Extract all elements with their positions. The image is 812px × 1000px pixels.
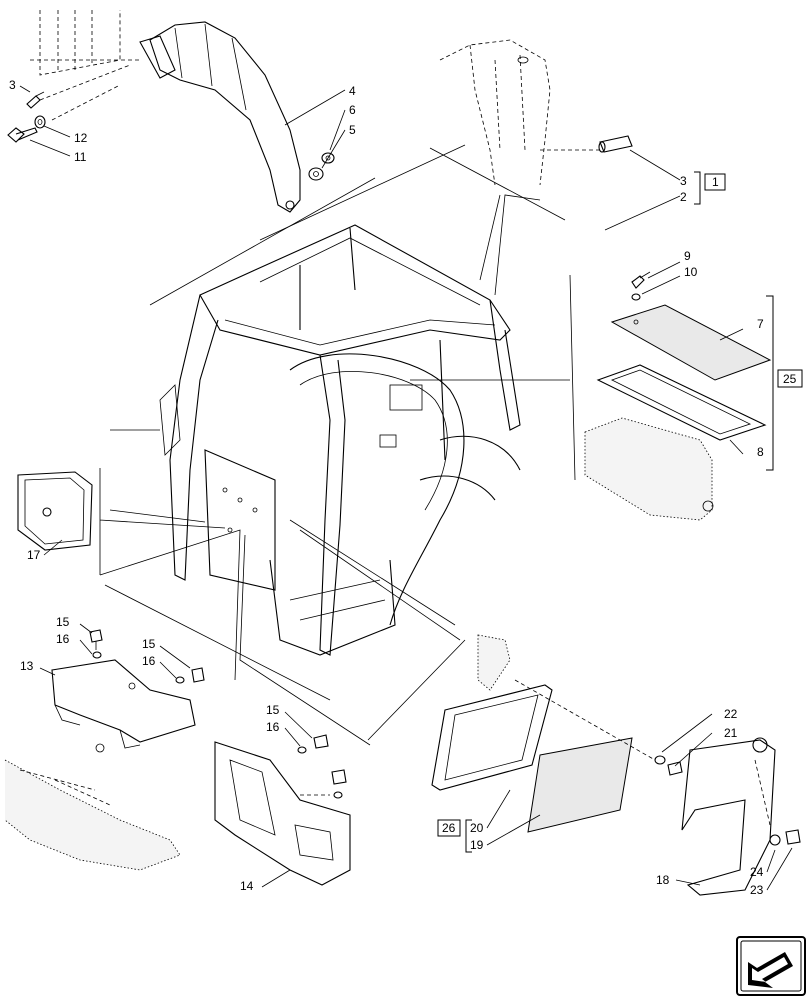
brace-26 xyxy=(465,819,472,853)
ref-26: 26 xyxy=(442,821,456,835)
bracket-18 xyxy=(681,737,776,896)
ref-1: 1 xyxy=(712,175,719,189)
callout-22: 22 xyxy=(724,707,738,721)
callout-2: 2 xyxy=(680,190,687,204)
storage-tank xyxy=(584,417,714,521)
callout-5: 5 xyxy=(349,123,356,137)
callout-leaders xyxy=(19,85,793,891)
frame-20 xyxy=(431,684,553,791)
callout-7: 7 xyxy=(757,317,764,331)
callout-6: 6 xyxy=(349,103,356,117)
screw-15c xyxy=(313,734,329,749)
callout-24: 24 xyxy=(750,865,764,879)
screw-extra xyxy=(300,769,347,799)
callout-4: 4 xyxy=(349,84,356,98)
callout-16a: 16 xyxy=(56,632,70,646)
callout-10: 10 xyxy=(684,265,698,279)
callout-17: 17 xyxy=(27,548,41,562)
bracket-13 xyxy=(51,659,196,753)
washer-16b xyxy=(175,676,185,684)
washer-6 xyxy=(321,152,335,164)
ref-box-25 xyxy=(777,369,803,388)
pillar-upper-right xyxy=(439,39,600,186)
brace-25 xyxy=(766,295,774,471)
callout-11: 11 xyxy=(74,150,87,164)
ref-box-26 xyxy=(437,819,461,837)
screw-15a xyxy=(89,629,103,650)
bolt-11 xyxy=(7,127,38,143)
callout-16b: 16 xyxy=(142,654,156,668)
callout-9: 9 xyxy=(684,249,691,263)
callout-18: 18 xyxy=(656,873,670,887)
callout-8: 8 xyxy=(757,445,764,459)
callout-20: 20 xyxy=(470,821,484,835)
pin-3-topright xyxy=(598,135,633,153)
pillar-upper-left xyxy=(30,10,140,121)
leader-lines xyxy=(99,144,576,746)
fender-extension xyxy=(139,21,301,213)
callout-19: 19 xyxy=(470,838,484,852)
lower-rail xyxy=(4,759,181,871)
callout-12: 12 xyxy=(74,131,88,145)
washer-12 xyxy=(34,115,46,129)
arrow-corner-icon[interactable] xyxy=(736,936,806,996)
panel-19 xyxy=(527,737,633,833)
callout-15b: 15 xyxy=(142,637,156,651)
cab-frame xyxy=(159,224,521,656)
washer-22 xyxy=(654,755,666,765)
callout-23: 23 xyxy=(750,883,764,897)
callout-3-topleft: 3 xyxy=(9,78,16,92)
brace-1 xyxy=(694,171,701,205)
washer-10 xyxy=(631,293,641,301)
callout-3-topright: 3 xyxy=(680,174,687,188)
callout-21: 21 xyxy=(724,726,738,740)
bracket-14 xyxy=(214,741,351,886)
washer-16a xyxy=(92,651,102,659)
screw-9 xyxy=(631,271,651,289)
callout-14: 14 xyxy=(240,879,254,893)
washer-24 xyxy=(769,834,781,846)
screw-23 xyxy=(785,829,801,845)
nut-5 xyxy=(308,167,324,181)
ref-box-1 xyxy=(704,173,726,191)
gasket-8 xyxy=(596,364,767,441)
screw-21 xyxy=(667,761,683,776)
ref-25: 25 xyxy=(783,372,797,386)
lamp-17 xyxy=(17,471,93,551)
cover-plate-7 xyxy=(610,304,772,381)
screw-15b xyxy=(191,667,205,683)
wall-bracket-ghost xyxy=(477,634,511,691)
bolt-3-topleft xyxy=(26,91,45,109)
callout-15a: 15 xyxy=(56,615,70,629)
callout-16c: 16 xyxy=(266,720,280,734)
callout-15c: 15 xyxy=(266,703,280,717)
washer-16c xyxy=(297,746,307,754)
callout-13: 13 xyxy=(20,659,34,673)
